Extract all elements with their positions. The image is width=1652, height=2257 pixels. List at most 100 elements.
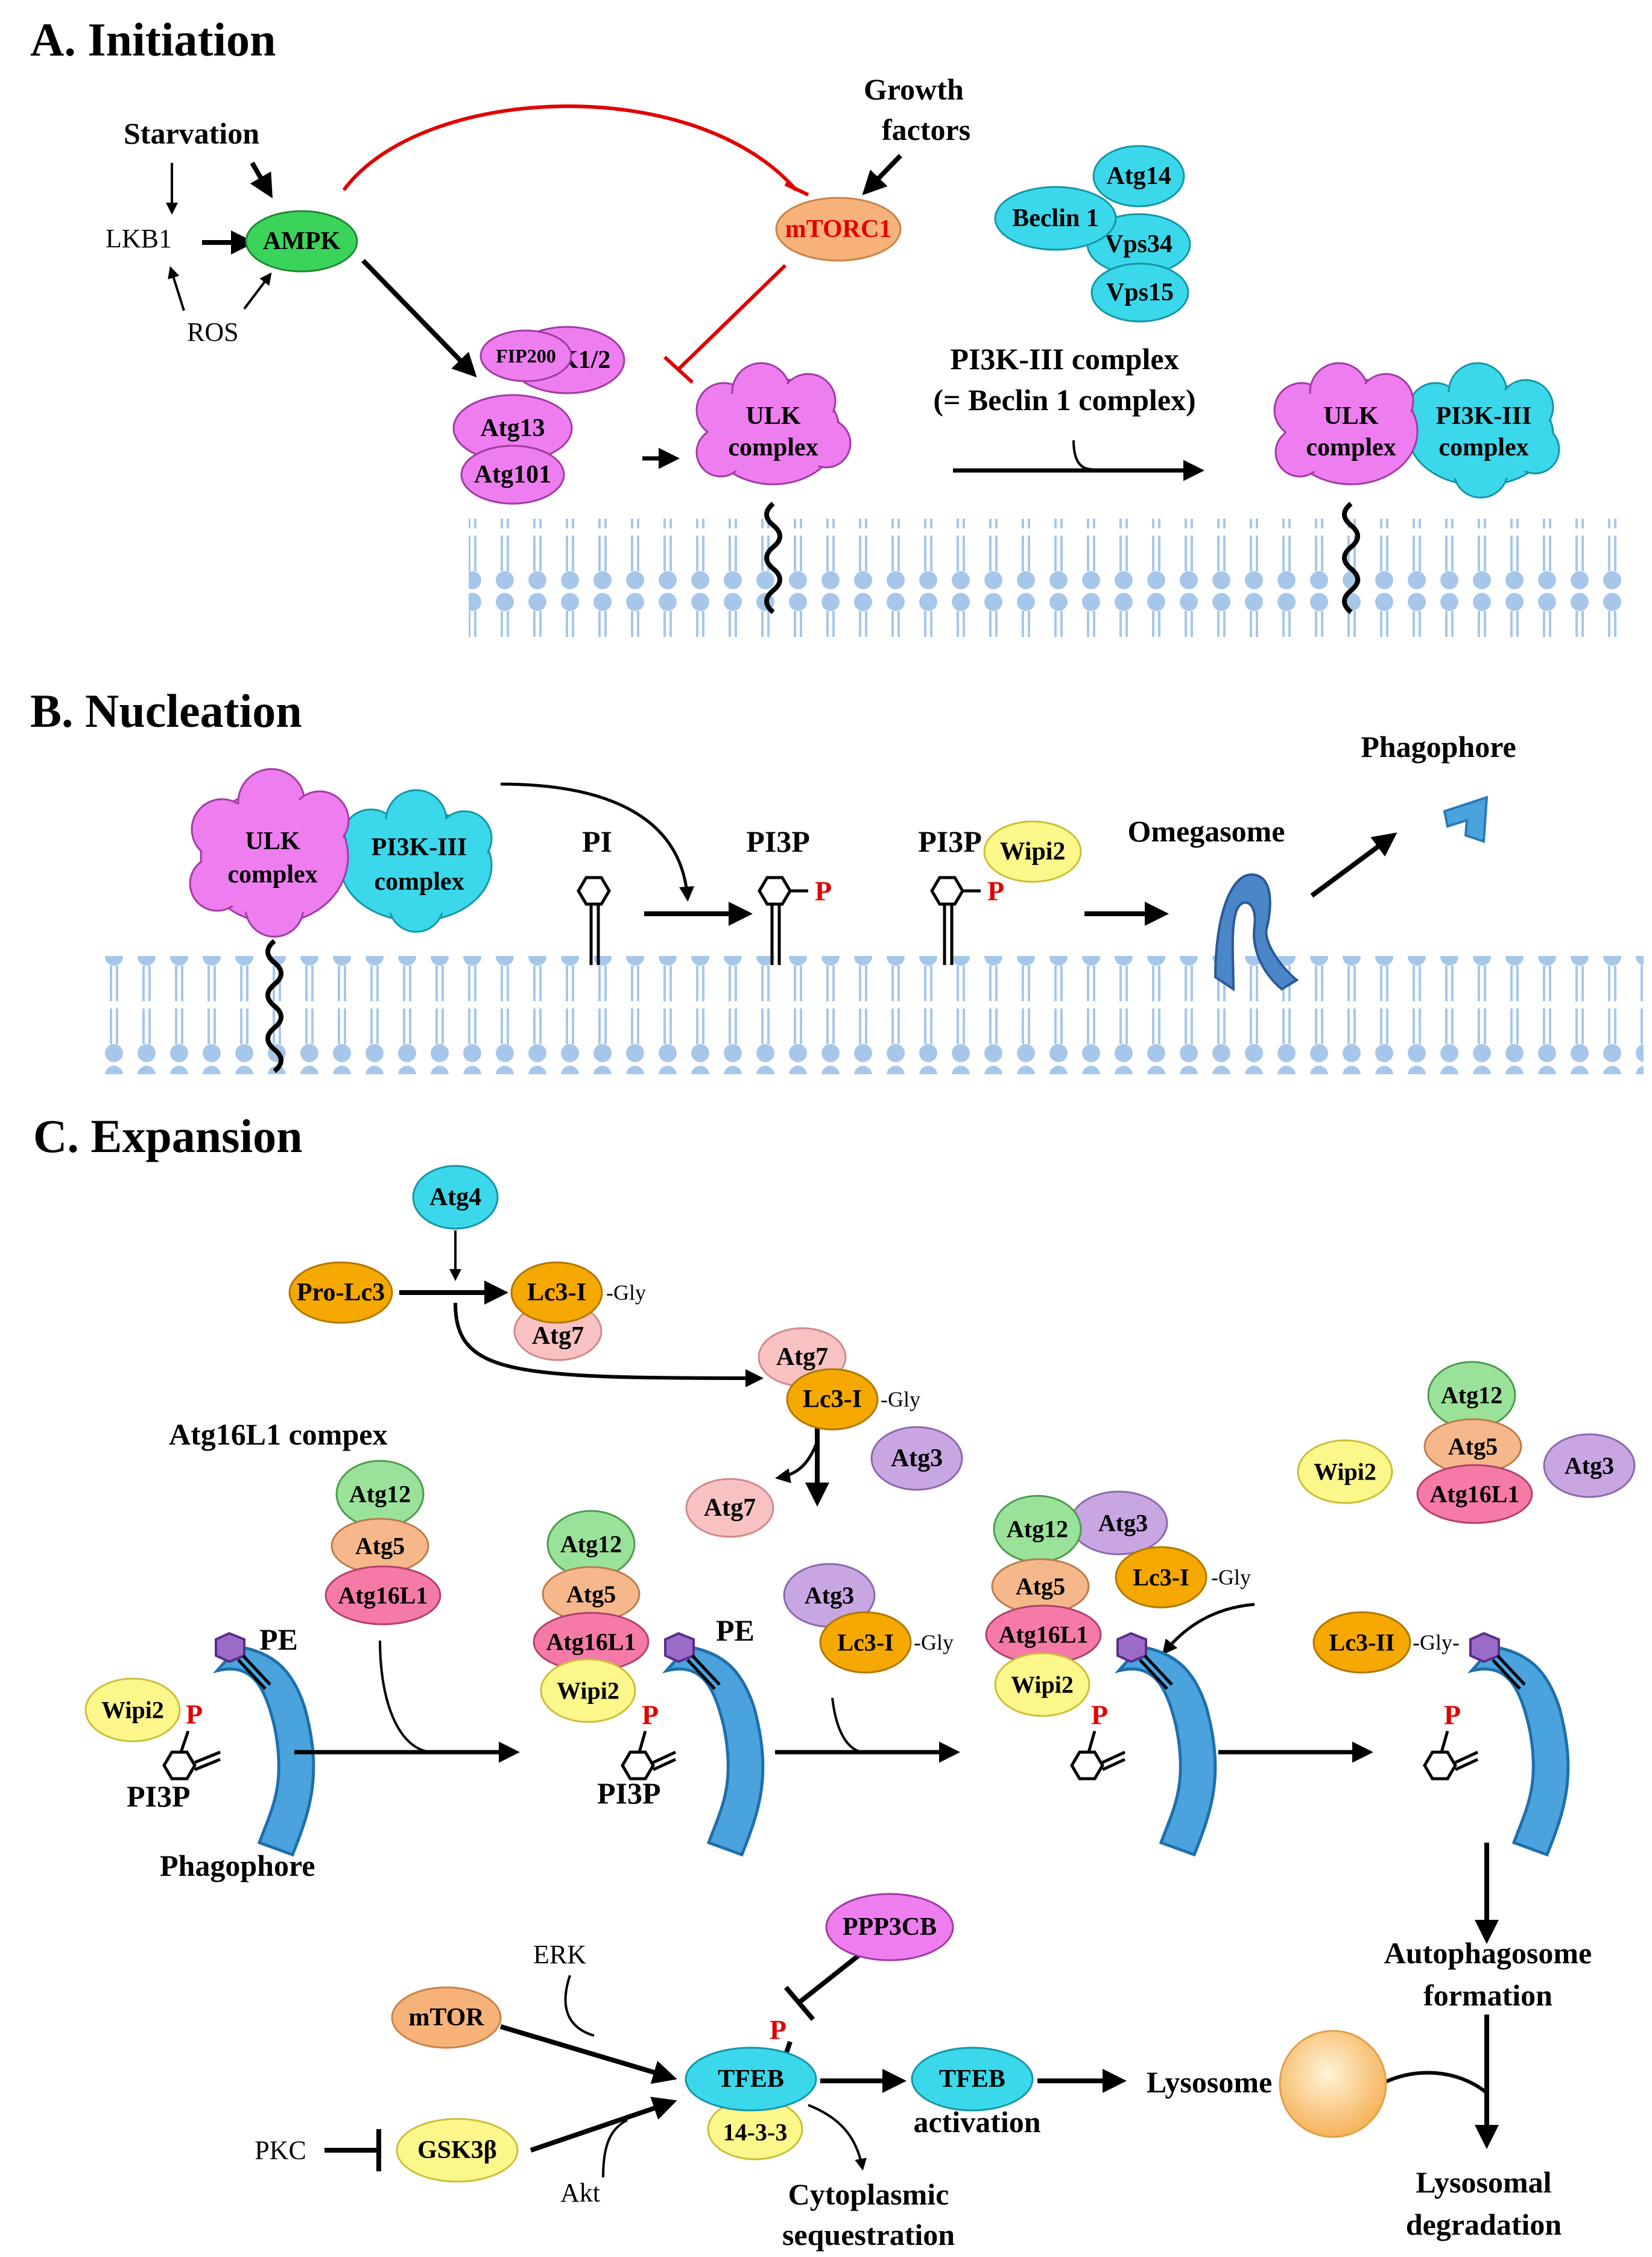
atg3-label-c3: Atg3 [1098, 1510, 1148, 1537]
pi3k-complex-a2-line2: complex [1438, 434, 1528, 461]
atg5-label-c2: Atg5 [566, 1581, 616, 1608]
phosphate-label-tfeb: P [770, 2015, 786, 2045]
growth-factors-label-1: Growth [864, 72, 964, 106]
atg12-label-c4: Atg12 [1441, 1382, 1502, 1409]
wipi2-label-c1: Wipi2 [101, 1697, 164, 1724]
phosphate-label-2: P [987, 876, 1004, 907]
lc3-i-label-2: Lc3-I [803, 1385, 862, 1413]
mtor-label: mTOR [408, 2004, 484, 2031]
pkc-label: PKC [255, 2136, 306, 2165]
pi3k-complex-a2-line1: PI3K-III [1436, 402, 1532, 430]
lkb1-label: LKB1 [106, 224, 172, 253]
ulk-complex-a2-line2: complex [1306, 434, 1396, 461]
tfeb-active-node: TFEB [911, 2046, 1034, 2112]
phagophore-c1 [162, 1632, 315, 1857]
phagophore-shape-b [1443, 796, 1489, 843]
growth-factors-label-2: factors [882, 113, 970, 147]
ulk-complex-a1: ULK complex [695, 362, 852, 615]
phagophore-c3 [1070, 1632, 1217, 1857]
ppp3cb-node: PPP3CB [825, 1893, 954, 1961]
atg3-node-1: Atg3 [870, 1426, 963, 1491]
atg101-label: Atg101 [474, 461, 551, 489]
ulk-complex-b-line1: ULK [245, 828, 300, 855]
erk-label: ERK [533, 1940, 586, 1969]
tfeb-label-1: TFEB [718, 2065, 784, 2093]
ulk-complex-a1-line2: complex [728, 434, 818, 461]
nucleation-arrows [500, 782, 1397, 926]
pro-lc3-node: Pro-Lc3 [288, 1261, 393, 1324]
initiation-activating-arrows [166, 154, 1204, 481]
atg7-node-3: Atg7 [685, 1478, 774, 1538]
atg16l1-label-c2: Atg16L1 [546, 1629, 636, 1656]
tfeb-label-2: TFEB [939, 2065, 1005, 2093]
expansion-step-arrows [294, 1603, 1499, 2149]
lc3-i-node-2: Lc3-I [786, 1368, 879, 1431]
pi3k-complex-label-1: PI3K-III complex [950, 342, 1179, 376]
vps15-label: Vps15 [1106, 279, 1174, 306]
lc3-processing-arrows [399, 1230, 829, 1507]
atg3-lc3-node-c2: Atg3 Lc3-I [783, 1563, 912, 1674]
gly-label-1: -Gly [606, 1280, 646, 1305]
ampk-node: AMPK [245, 210, 358, 273]
lc3-i-label-c3: Lc3-I [1133, 1564, 1189, 1591]
wipi2-node-b: Wipi2 [983, 820, 1082, 883]
wipi2-node-c1: Wipi2 [84, 1677, 181, 1743]
pi-label: PI [582, 825, 612, 858]
wipi2-label-b: Wipi2 [1000, 838, 1066, 866]
mtorc1-node: mTORC1 [775, 197, 902, 262]
pro-lc3-label: Pro-Lc3 [297, 1279, 385, 1306]
atg16l1-label-c3: Atg16L1 [999, 1621, 1089, 1648]
atg5-label-c3: Atg5 [1016, 1573, 1065, 1600]
atg7-label-1: Atg7 [532, 1322, 584, 1350]
tfeb-complex-node: 14-3-3 TFEB [685, 2046, 817, 2160]
membrane-initiation [469, 519, 1629, 637]
atg13-label: Atg13 [480, 414, 545, 442]
section-title-initiation: A. Initiation [30, 13, 276, 66]
ampk-label: AMPK [263, 227, 341, 255]
atg3-label-c4: Atg3 [1565, 1452, 1614, 1480]
beclin1-complex-cluster: Atg14 Vps34 Vps15 Beclin 1 [994, 145, 1191, 323]
akt-label: Akt [560, 2178, 600, 2208]
atg12-label-c2: Atg12 [560, 1531, 622, 1558]
atg12-label-c1: Atg12 [349, 1481, 411, 1508]
lc3-i-node-1: Lc3-I [510, 1261, 603, 1324]
ulk-complex-b-line2: complex [227, 861, 317, 888]
pi3p-headgroup-1 [758, 876, 808, 965]
mtor-node: mTOR [391, 1986, 502, 2049]
gsk3b-label: GSK3β [417, 2136, 497, 2164]
starvation-label: Starvation [124, 116, 259, 150]
ppp3cb-label: PPP3CB [843, 1913, 937, 1941]
mtorc1-inhibition-lines [342, 104, 809, 384]
phosphate-label-c3: P [1091, 1700, 1108, 1730]
atg7-label-2: Atg7 [776, 1343, 828, 1371]
phosphate-label-1: P [815, 876, 832, 907]
pe-label-c2: PE [716, 1613, 755, 1647]
gly-label-c3: -Gly [1211, 1565, 1251, 1589]
atg5-label-c1: Atg5 [355, 1533, 405, 1560]
pi3k-complex-b-line2: complex [374, 868, 464, 896]
gly-label-c2: -Gly [914, 1630, 954, 1654]
atg4-node: Atg4 [412, 1165, 499, 1230]
ros-label: ROS [187, 317, 239, 347]
gsk3b-node: GSK3β [396, 2118, 519, 2183]
lysosomal-degradation-label-2: degradation [1406, 2208, 1562, 2241]
lysosomal-degradation-label-1: Lysosomal [1416, 2165, 1551, 2199]
pe-label-c1: PE [259, 1622, 298, 1656]
pi3p-label-c1: PI3P [127, 1779, 191, 1813]
pi-headgroup [577, 876, 611, 965]
lysosome-shape [1279, 2030, 1387, 2138]
ulk-complex-a2-line1: ULK [1323, 402, 1378, 430]
sequestration-label: sequestration [782, 2218, 955, 2252]
wipi2-node-c4: Wipi2 [1297, 1439, 1393, 1504]
ulk-pi3k-complex-a2: PI3K-III complex ULK complex [1273, 362, 1560, 615]
lc3-i-label-1: Lc3-I [527, 1279, 586, 1306]
pi3p-label-c2: PI3P [597, 1776, 661, 1810]
autophagosome-label-2: formation [1423, 1978, 1552, 2012]
atg16l1-label-c1: Atg16L1 [338, 1582, 428, 1609]
phagophore-label-c: Phagophore [160, 1849, 315, 1882]
lc3-i-label-c2: Lc3-I [837, 1629, 893, 1656]
pi3p-headgroup-2 [930, 876, 981, 965]
atg3-label-1: Atg3 [891, 1445, 943, 1472]
phosphate-label-c4: P [1444, 1700, 1461, 1730]
